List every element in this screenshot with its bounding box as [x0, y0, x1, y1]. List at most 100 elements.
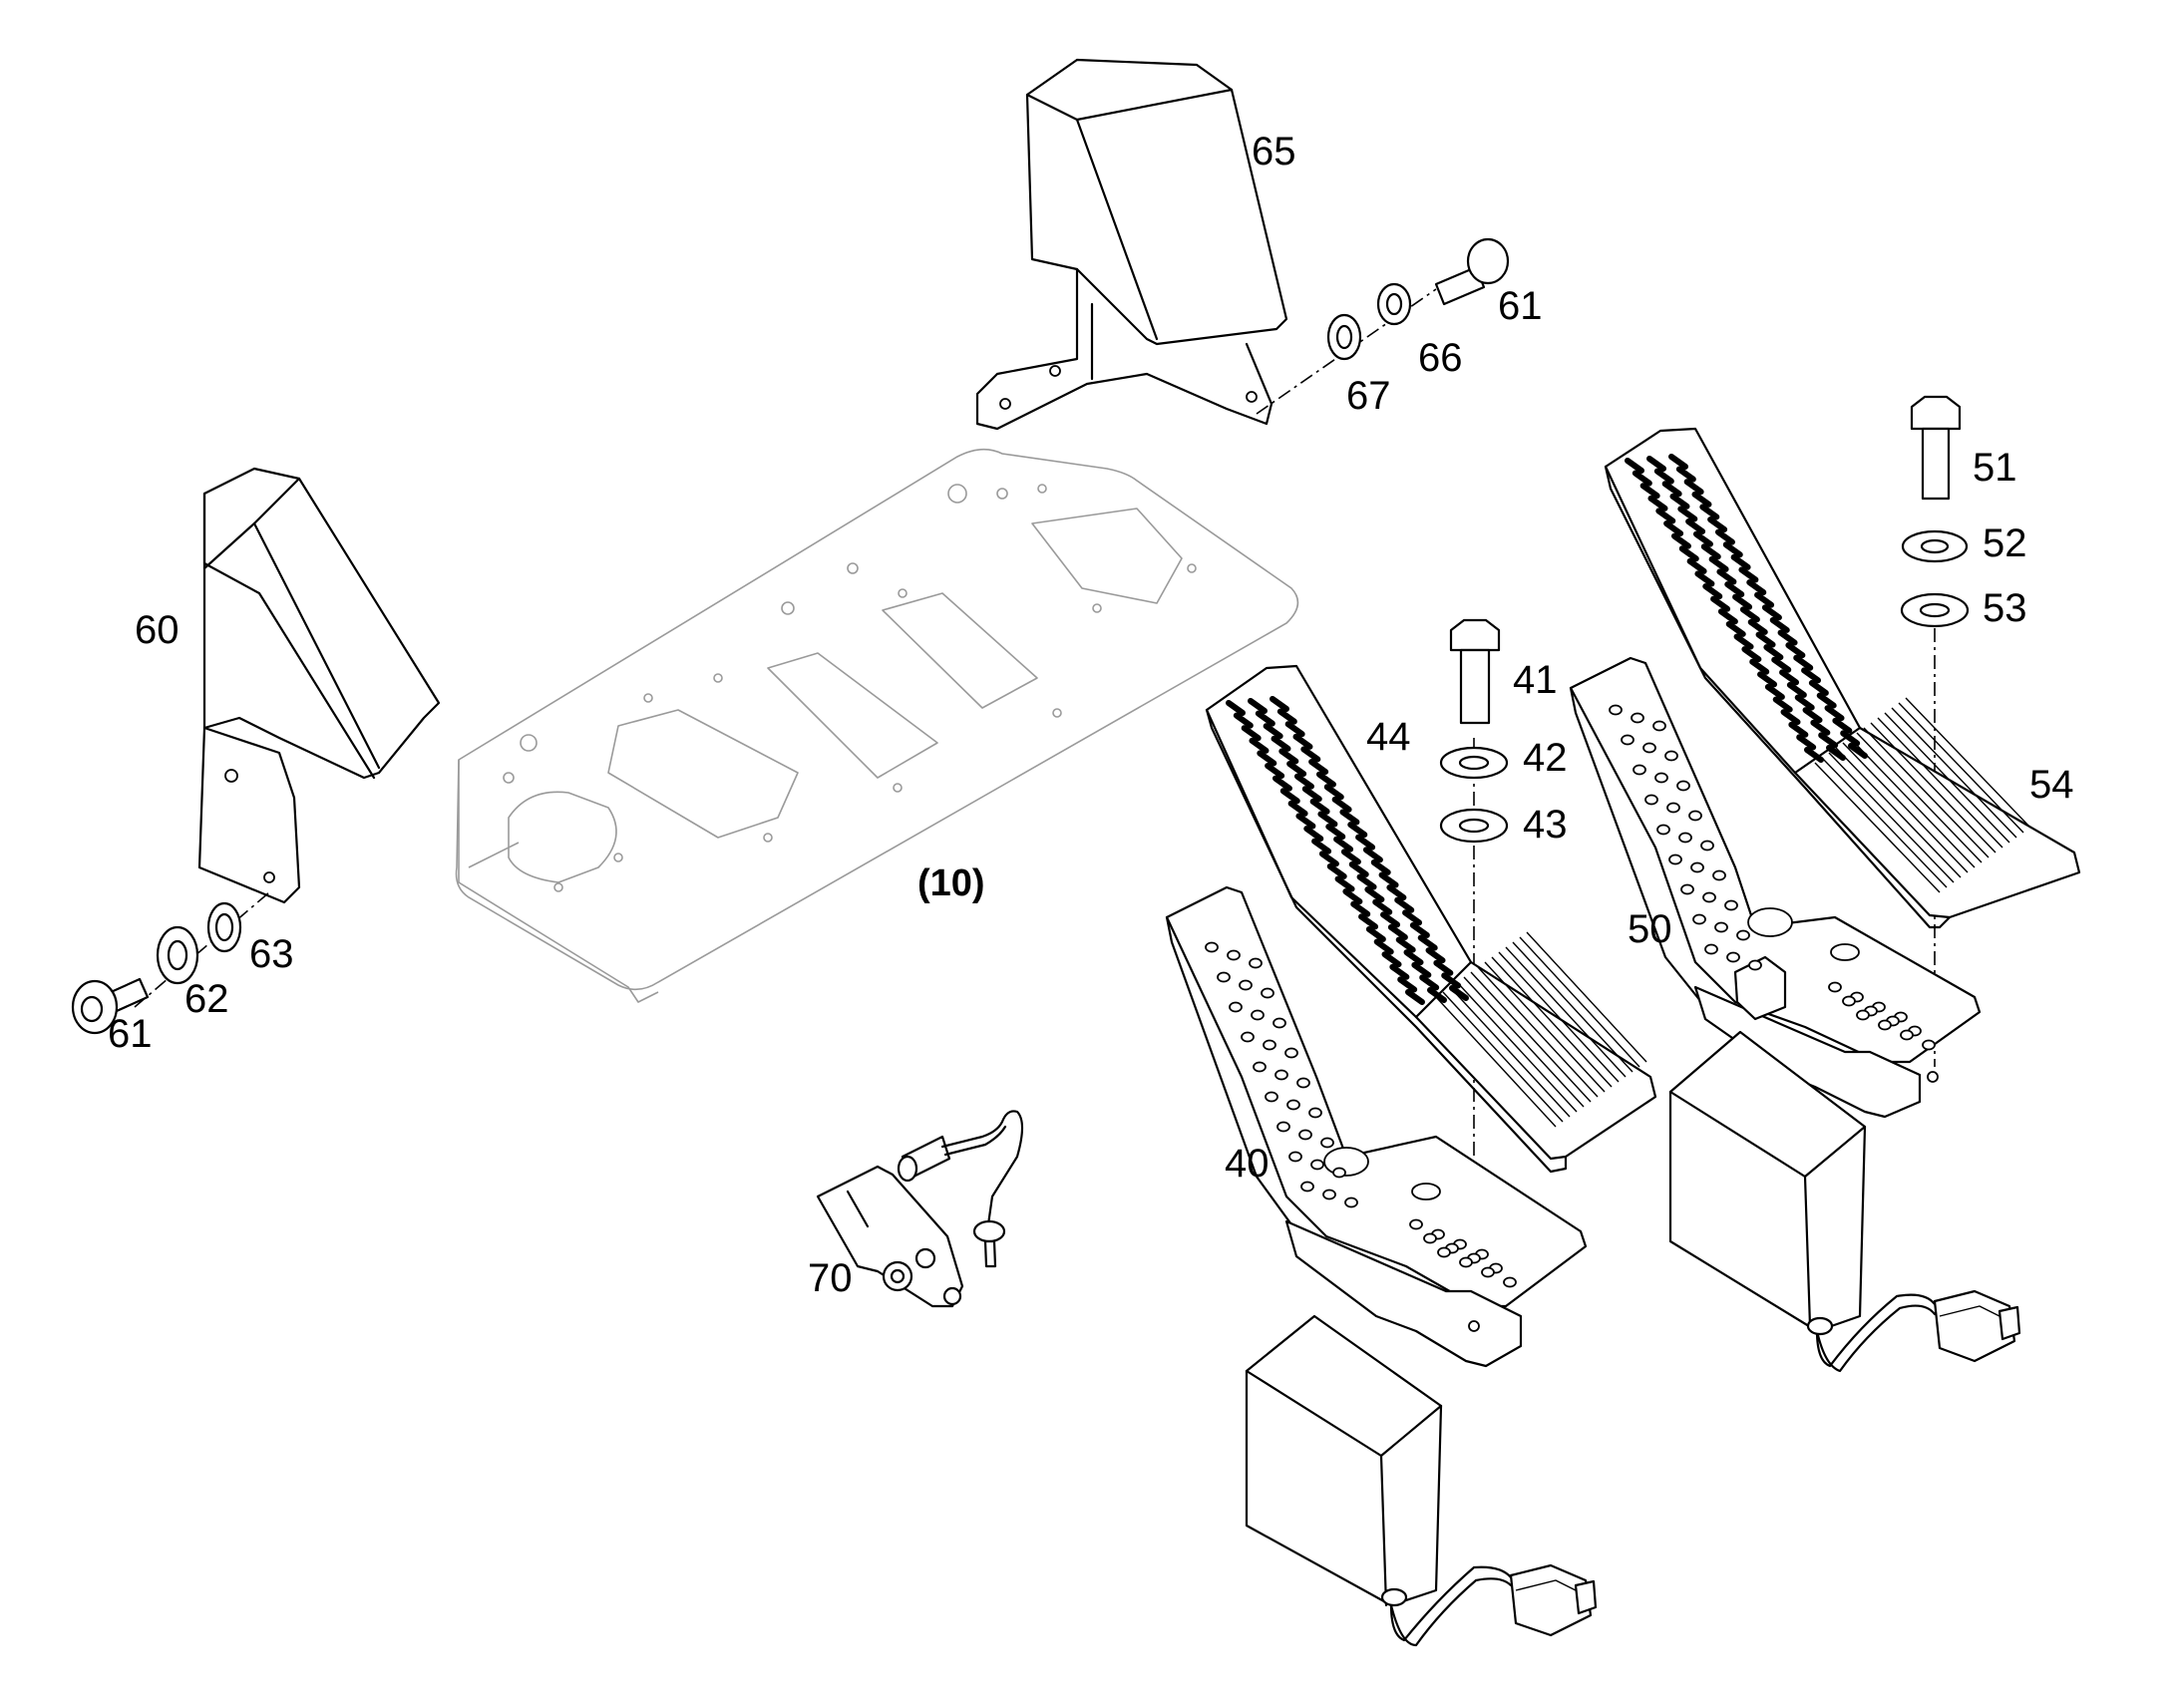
rib-slot	[1348, 860, 1369, 877]
rib-slot	[1747, 618, 1768, 635]
rib-slot	[1278, 748, 1299, 765]
rib-slot	[1378, 871, 1399, 888]
fasteners-left-61-62-63	[71, 891, 270, 1035]
perforation-hole	[1288, 1151, 1302, 1163]
perforation-hole	[1274, 1069, 1288, 1081]
rib-slot	[1779, 669, 1800, 686]
pedal-54-ribs	[1625, 454, 1868, 763]
rib-slot	[1771, 656, 1792, 673]
rib-slot	[1233, 712, 1254, 729]
groove-line	[1856, 732, 1983, 863]
fasteners-top-61-66-67	[1256, 237, 1510, 415]
perforation-hole	[1249, 957, 1263, 969]
perforation-hole	[1652, 720, 1666, 732]
perforation-hole	[1633, 764, 1646, 776]
perforation-hole	[1253, 1061, 1267, 1073]
rib-slot	[1670, 532, 1691, 549]
rib-slot	[1808, 679, 1829, 696]
perforation-hole	[1690, 861, 1704, 873]
rib-slot	[1295, 813, 1316, 830]
callout-53: 53	[1983, 586, 2027, 630]
rib-slot	[1284, 721, 1305, 738]
callout-43: 43	[1523, 803, 1568, 847]
rib-slot	[1386, 884, 1407, 901]
groove-line	[1877, 717, 2003, 849]
rib-slot	[1300, 746, 1321, 763]
rib-slot	[1710, 595, 1731, 612]
perforation-hole	[1503, 1276, 1517, 1288]
rib-slot	[1708, 555, 1729, 572]
groove-line	[1512, 941, 1634, 1073]
groove-line	[1821, 757, 1948, 888]
perforation-hole	[1688, 810, 1702, 822]
rib-slot	[1355, 834, 1376, 851]
perforation-hole	[1437, 1246, 1451, 1258]
rib-slot	[1801, 667, 1822, 684]
part-70-sensor-bracket	[816, 1110, 1024, 1308]
perforation-hole	[1286, 1099, 1300, 1111]
rib-slot	[1786, 681, 1807, 698]
rib-slot	[1739, 606, 1760, 623]
rib-slot	[1794, 694, 1815, 711]
callout-65: 65	[1252, 130, 1296, 173]
rib-slot	[1738, 566, 1759, 583]
rib-slot	[1411, 961, 1432, 978]
callout-40: 40	[1225, 1142, 1270, 1186]
groove-line	[1463, 976, 1585, 1108]
perforation-hole	[1631, 712, 1644, 724]
perforation-hole	[1654, 772, 1668, 784]
perforation-hole	[1714, 921, 1728, 933]
rib-slot	[1661, 481, 1682, 498]
rib-slot	[1356, 873, 1377, 890]
rib-slot	[1848, 743, 1868, 759]
groove-line	[1891, 707, 2017, 839]
perforation-hole	[1736, 929, 1750, 941]
rib-slot	[1677, 506, 1698, 522]
perforation-hole	[1298, 1129, 1312, 1141]
perforation-hole	[1205, 941, 1219, 953]
rib-slot	[1668, 454, 1688, 470]
rib-slot	[1722, 541, 1743, 558]
rib-slot	[1409, 921, 1430, 938]
rib-slot	[1292, 733, 1313, 750]
rib-slot	[1279, 788, 1300, 805]
rib-slot	[1785, 642, 1806, 659]
rib-slot	[1358, 913, 1379, 930]
rib-slot	[1381, 951, 1402, 968]
perforation-hole	[1664, 750, 1678, 762]
rib-slot	[1417, 934, 1438, 951]
rib-slot	[1433, 959, 1454, 976]
rib-slot	[1675, 466, 1696, 483]
perforation-hole	[1227, 949, 1241, 961]
groove-line	[1491, 956, 1613, 1088]
perforation-hole	[1300, 1181, 1314, 1193]
rib-slot	[1317, 811, 1338, 828]
rib-slot	[1647, 495, 1668, 512]
part-54-ribbed-pedal	[1604, 427, 2081, 929]
sensor-box-rear	[1668, 1030, 2021, 1373]
rib-slot	[1287, 800, 1308, 817]
perforation-hole	[1320, 1137, 1334, 1149]
perforation-hole	[1726, 951, 1740, 963]
rib-slot	[1339, 809, 1360, 826]
perforation-hole	[1680, 883, 1694, 895]
part-65-top-guard	[975, 58, 1288, 431]
rib-slot	[1724, 581, 1745, 598]
rib-slot	[1271, 735, 1291, 752]
callout-52: 52	[1983, 521, 2027, 565]
callout-51: 51	[1973, 446, 2017, 490]
callout-41: 41	[1513, 658, 1558, 702]
perforation-hole	[1310, 1159, 1324, 1171]
rib-slot	[1763, 644, 1784, 661]
rib-slot	[1777, 629, 1798, 646]
rib-slot	[1265, 763, 1285, 780]
groove-line	[1828, 752, 1955, 883]
perforation-hole	[1702, 891, 1716, 903]
rib-slot	[1804, 747, 1824, 763]
rib-slot	[1717, 608, 1738, 625]
rib-slot	[1309, 798, 1330, 815]
rib-slot	[1326, 862, 1347, 879]
perforation-hole	[1308, 1107, 1322, 1119]
perforation-hole	[1644, 794, 1658, 806]
perforation-hole	[1251, 1009, 1265, 1021]
